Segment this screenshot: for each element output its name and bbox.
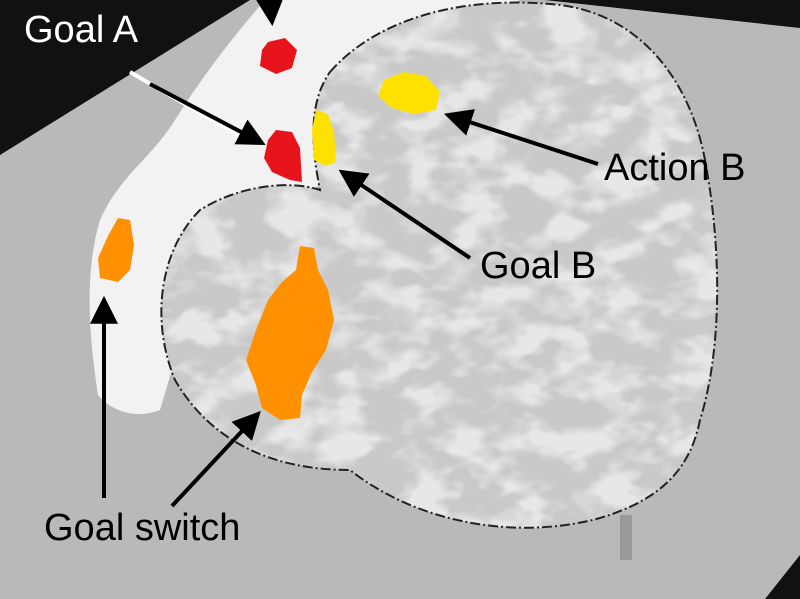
arrow-goal-b	[338, 169, 472, 260]
activation-orange-left	[98, 218, 134, 282]
arrow-goal-switch	[170, 410, 261, 508]
activation-orange-goal-switch	[246, 246, 334, 420]
activation-red-top	[260, 38, 297, 74]
activation-yellow-action-b	[378, 72, 440, 114]
arrow-top	[255, 0, 284, 27]
activation-yellow-goal-b	[312, 110, 336, 166]
frontal-white-region	[89, 0, 520, 415]
arrow-action-b	[444, 109, 599, 166]
activation-red-goal-a	[264, 130, 302, 182]
cortex-outline	[160, 1, 719, 529]
label-goal-a: Goal A	[24, 9, 139, 51]
arrow-goal-a	[149, 82, 266, 145]
label-goal-b: Goal B	[480, 245, 596, 287]
label-action-b: Action B	[604, 147, 746, 189]
label-goal-switch: Goal switch	[44, 507, 240, 549]
brainstem	[620, 515, 632, 560]
